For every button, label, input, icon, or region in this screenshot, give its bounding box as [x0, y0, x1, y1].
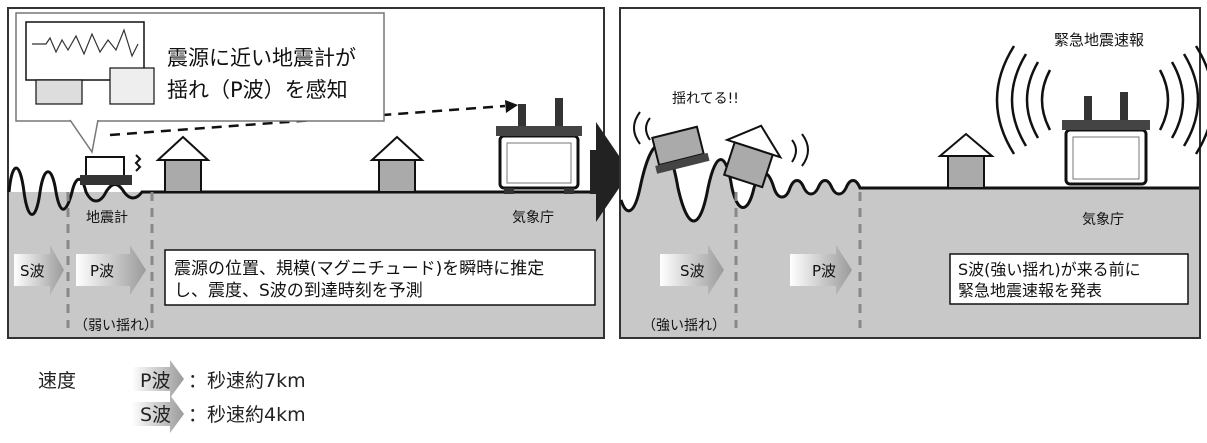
alert-info-box: S波(強い揺れ)が来る前に 緊急地震速報を発表	[949, 253, 1189, 305]
legend-p-speed: ：秒速約7km	[188, 370, 306, 392]
legend-s-wave: S波	[140, 404, 172, 426]
ground-surface-wave	[7, 166, 603, 216]
seismograph-trace	[32, 28, 139, 58]
info-line1: S波(強い揺れ)が来る前に	[958, 260, 1141, 279]
p-wave-label: P波	[812, 262, 836, 280]
s-wave-legend-arrow	[132, 395, 184, 433]
seismometer-label: 地震計	[86, 210, 128, 226]
p-wave-legend-arrow	[132, 360, 184, 398]
s-wave-arrow: S波	[660, 245, 724, 295]
house-icon	[369, 135, 425, 193]
s-wave-arrow: S波	[14, 245, 64, 295]
info-line2: し、震度、S波の到達時刻を予測	[174, 281, 423, 301]
speed-legend	[132, 360, 184, 433]
p-wave-arrow: P波	[790, 245, 852, 295]
signal-arrowhead	[505, 100, 518, 113]
jma-label: 気象庁	[512, 210, 554, 226]
recorder-icon	[109, 67, 155, 105]
jma-building-icon	[496, 98, 582, 194]
s-wave-label: S波	[680, 262, 705, 280]
left-panel: 震源に近い地震計が 揺れ（P波）を感知 地震計 気象庁 S波 P波 震源の位置、…	[7, 7, 605, 339]
shaking-seismometer-icon	[651, 125, 710, 174]
jma-label: 気象庁	[1082, 212, 1124, 228]
info-line1: 震源の位置、規模(マグニチュード)を瞬時に推定	[174, 259, 544, 279]
shake-lines-icon	[791, 133, 809, 167]
shaking-house-icon	[722, 124, 783, 189]
legend-p-wave: P波	[140, 370, 171, 392]
shaking-exclaim: 揺れてる!!	[672, 91, 739, 107]
weak-shaking-label: （弱い揺れ）	[74, 318, 158, 334]
info-line2: 緊急地震速報を発表	[958, 281, 1102, 300]
alert-title: 緊急地震速報	[1054, 31, 1144, 49]
strong-shaking-label: （強い揺れ）	[642, 318, 726, 334]
seismometer-icon	[80, 154, 142, 185]
p-wave-arrow: P波	[76, 245, 146, 295]
callout-line1: 震源に近い地震計が	[167, 46, 356, 70]
broadcast-waves-icon	[995, 45, 1207, 155]
signal-arrow	[109, 104, 506, 137]
transition-arrow	[590, 122, 630, 222]
shake-lines-icon	[633, 111, 651, 145]
callout-line2: 揺れ（P波）を感知	[167, 78, 348, 102]
p-wave-label: P波	[90, 262, 114, 280]
house-icon	[937, 132, 995, 189]
seismometer-callout: 震源に近い地震計が 揺れ（P波）を感知	[15, 12, 385, 154]
estimation-info-box: 震源の位置、規模(マグニチュード)を瞬時に推定 し、震度、S波の到達時刻を予測	[164, 249, 596, 306]
right-panel: 緊急地震速報 揺れてる!! 気象庁 S波 P波 S波(強い揺れ)が来る前に 緊急…	[619, 7, 1207, 339]
legend-title: 速度	[38, 370, 77, 392]
jma-building-icon	[1062, 92, 1150, 186]
house-icon	[155, 135, 211, 193]
s-wave-label: S波	[20, 262, 45, 280]
legend-s-speed: ：秒速約4km	[188, 404, 306, 426]
